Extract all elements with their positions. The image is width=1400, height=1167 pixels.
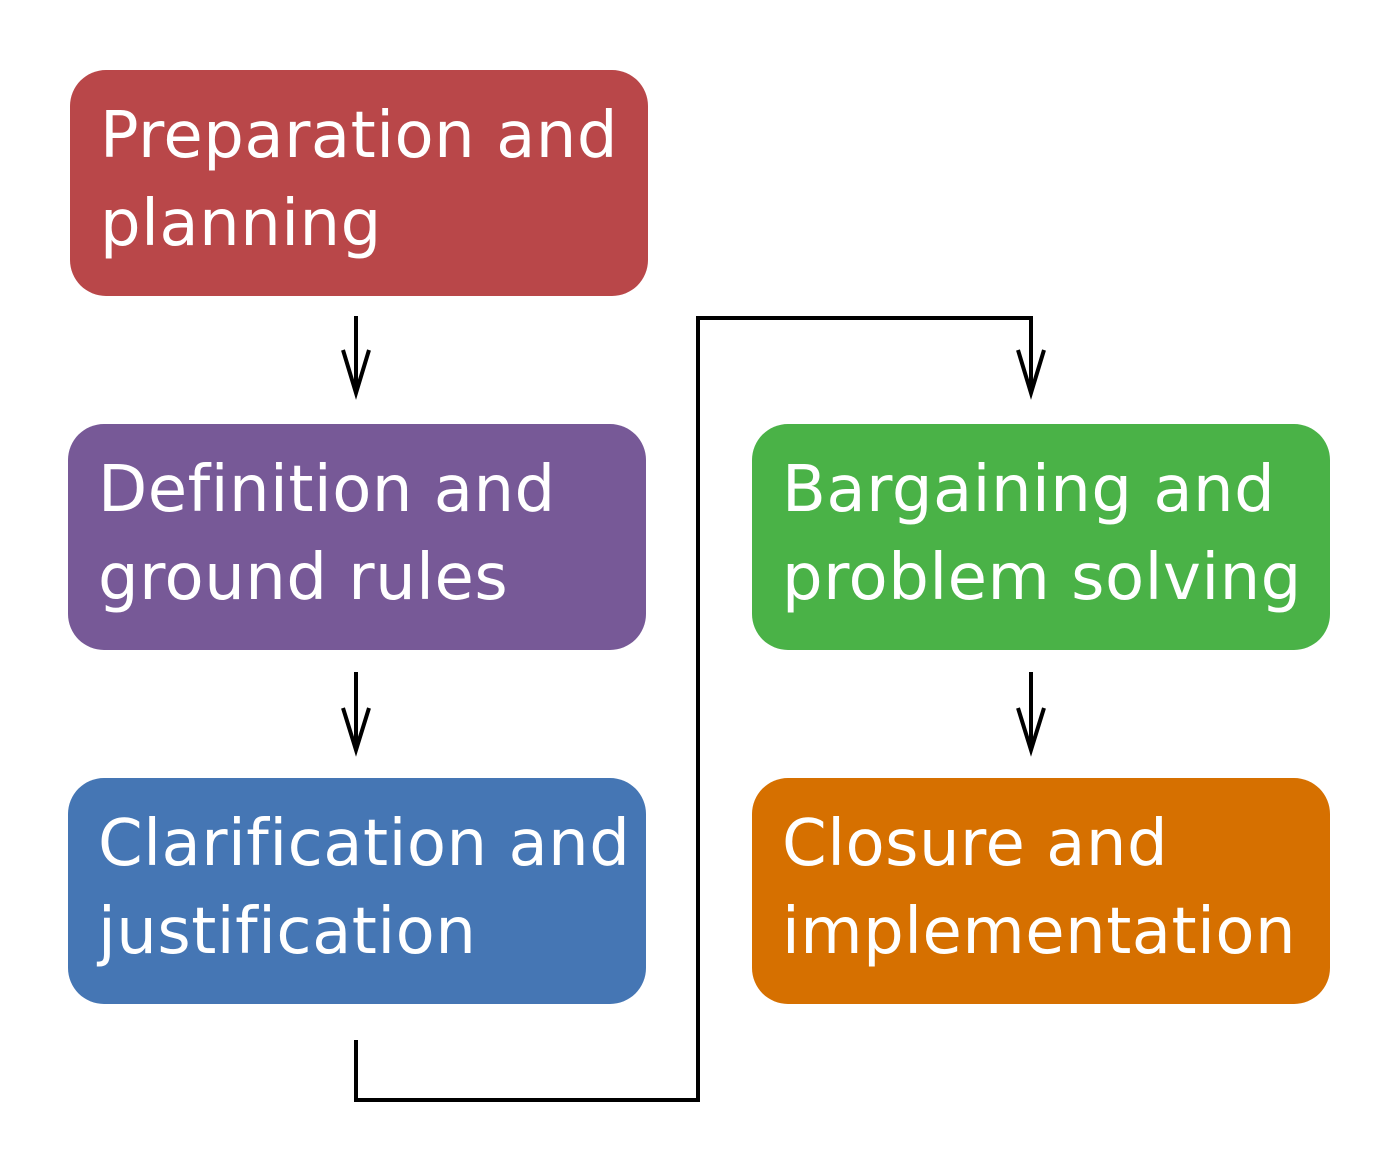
stage-bargaining-and-problem-solving: Bargaining and problem solving: [752, 424, 1330, 650]
stage-label-line-2: justification: [98, 895, 477, 969]
stage-label-line-1: Closure and: [782, 807, 1169, 881]
arrow-definition-to-clarification: [341, 672, 371, 757]
stage-label-line-1: Clarification and: [98, 807, 631, 881]
stage-label-line-2: ground rules: [98, 541, 509, 615]
stage-label-line-1: Bargaining and: [782, 453, 1276, 527]
arrow-preparation-to-definition: [341, 316, 371, 400]
stage-definition-and-ground-rules: Definition and ground rules: [68, 424, 646, 650]
stage-label-line-2: implementation: [782, 895, 1297, 969]
stage-preparation-and-planning: Preparation and planning: [70, 70, 648, 296]
stage-label-line-1: Preparation and: [100, 99, 618, 173]
stage-label-line-2: problem solving: [782, 541, 1302, 615]
stage-clarification-and-justification: Clarification and justification: [68, 778, 646, 1004]
arrow-bargaining-to-closure: [1016, 672, 1046, 757]
stage-label-line-2: planning: [100, 187, 382, 261]
stage-closure-and-implementation: Closure and implementation: [752, 778, 1330, 1004]
stage-label-line-1: Definition and: [98, 453, 556, 527]
